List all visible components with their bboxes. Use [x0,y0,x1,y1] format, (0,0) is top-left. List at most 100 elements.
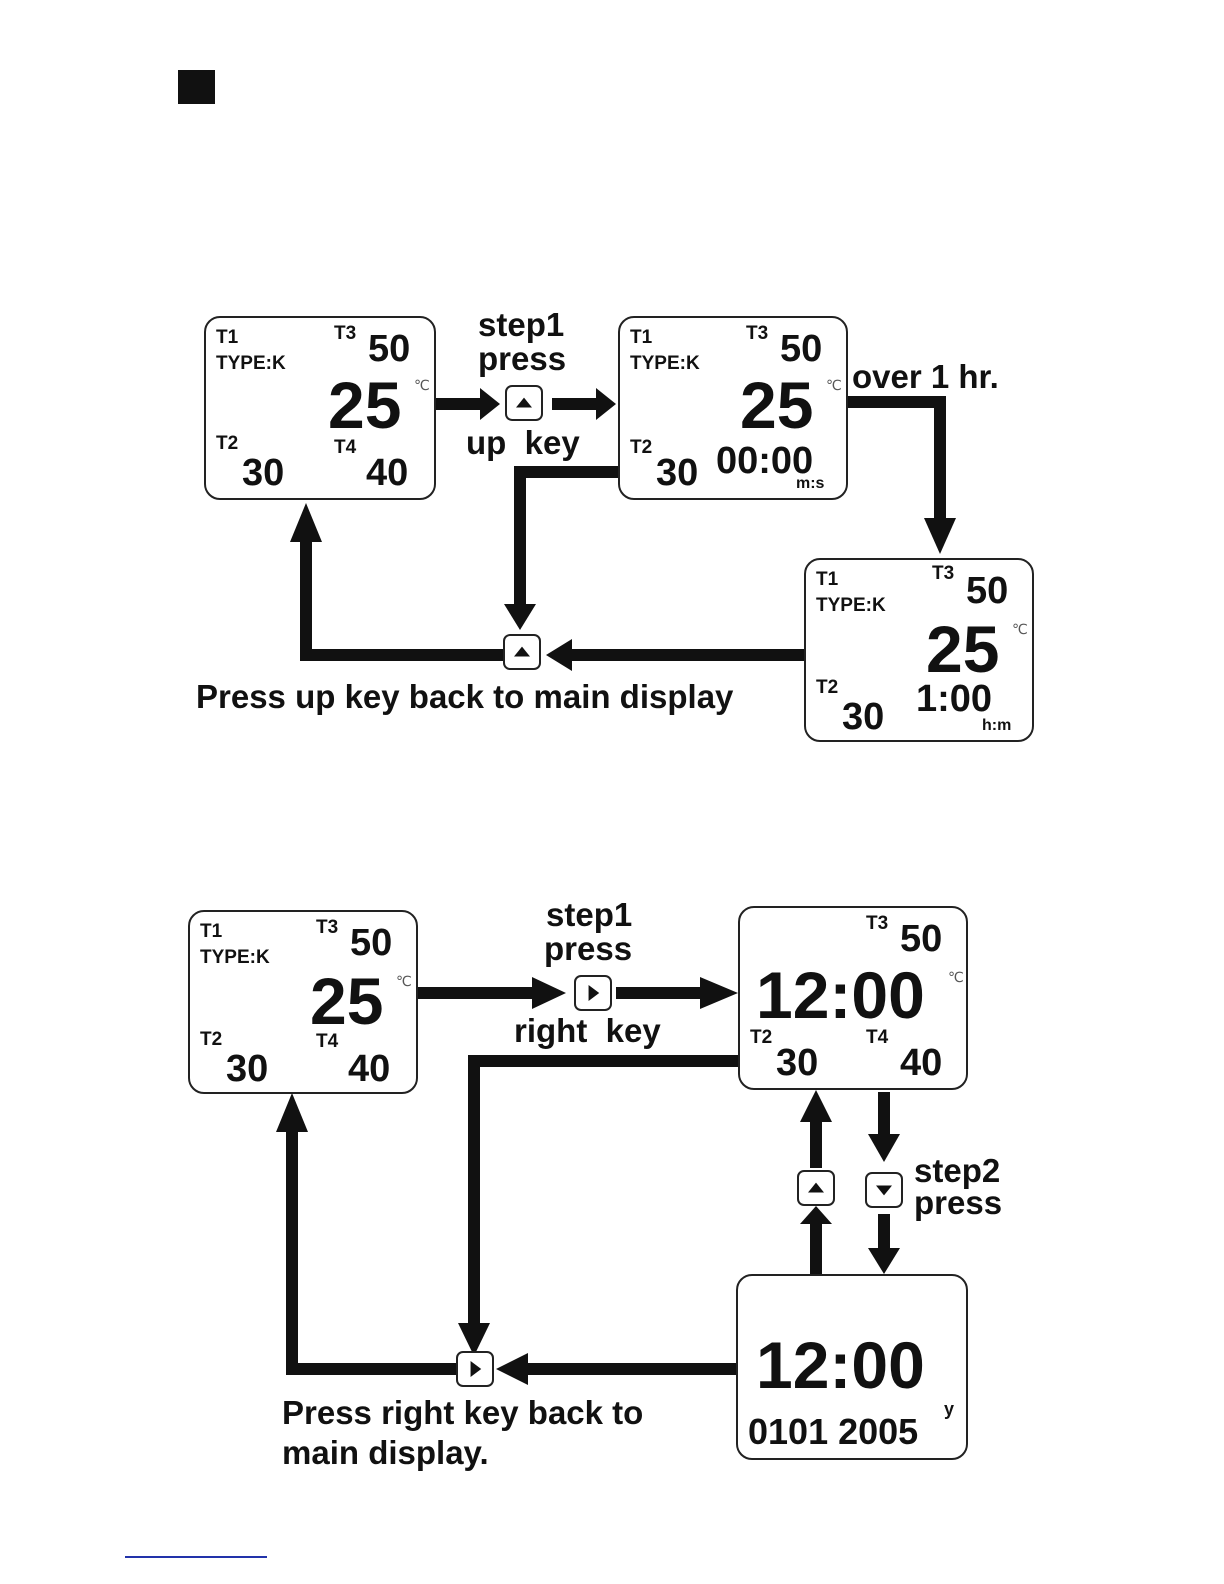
footer-rule [125,1556,267,1558]
timer-value: 00:00 [716,440,814,482]
right-triangle-icon [588,985,600,1001]
arrow-shaft [810,1222,822,1274]
arrow-head [480,388,500,420]
lcd-main-display-2: T1 TYPE:K T3 50 25 ℃ T2 30 T4 40 [188,910,418,1094]
celsius-unit: ℃ [948,969,964,985]
arrow-shaft [878,1214,890,1250]
arrow-shaft [878,1092,890,1136]
t4-value: 40 [366,452,409,494]
arrow-shaft [514,466,618,478]
lcd-main-display: T1 TYPE:K T3 50 25 ℃ T2 30 T4 40 [204,316,436,500]
clock-value: 12:00 [756,1328,925,1402]
arrow-head [924,518,956,554]
up-triangle-icon [514,646,530,657]
t4-value: 40 [348,1048,391,1090]
arrow-shaft [436,398,482,410]
main-value: 25 [310,964,384,1038]
t4-label: T4 [866,1027,889,1048]
down-triangle-icon [876,1185,892,1196]
t2-value: 30 [242,452,285,494]
arrow-head [800,1090,832,1122]
up-key-button[interactable] [505,385,543,421]
arrow-shaft [526,1363,738,1375]
up-key-label: up key [466,424,580,461]
t3-label: T3 [746,323,769,344]
arrow-shaft [416,987,534,999]
step2-label: step2 [914,1152,1001,1189]
t2-label: T2 [816,677,839,698]
celsius-unit: ℃ [414,377,430,393]
press-label: press [478,340,567,377]
press-label: press [544,930,633,967]
up-key-return-button[interactable] [503,634,541,670]
arrow-head [868,1134,900,1162]
year-unit: y [944,1399,955,1419]
t3-label: T3 [932,563,955,584]
type-label: TYPE:K [216,353,286,374]
t2-value: 30 [656,452,699,494]
up-key-button-2[interactable] [797,1170,835,1206]
right-key-return-button[interactable] [456,1351,494,1387]
celsius-unit: ℃ [826,377,842,393]
date-value: 0101 2005 [748,1411,919,1452]
t2-label: T2 [200,1029,223,1050]
lcd-timer-ms: T1 TYPE:K T3 50 25 ℃ T2 30 00:00 m:s [618,316,848,500]
arrow-shaft [286,1130,298,1375]
up-triangle-icon [808,1182,824,1193]
arrow-shaft [552,398,598,410]
down-key-button[interactable] [865,1172,903,1208]
t2-value: 30 [226,1048,269,1090]
t4-value: 40 [900,1042,943,1084]
arrow-shaft [300,649,506,661]
arrow-shaft [300,540,312,661]
main-value: 25 [926,612,1000,686]
lcd-clock-display: T3 50 12:00 ℃ T2 30 T4 40 [738,906,968,1090]
timer-value: 1:00 [916,678,993,720]
celsius-unit: ℃ [396,973,412,989]
t3-value: 50 [350,922,393,964]
arrow-shaft [514,466,526,606]
t1-label: T1 [216,327,239,348]
t4-label: T4 [334,437,357,458]
t2-value: 30 [842,696,885,738]
t3-value: 50 [780,328,823,370]
back-to-main-label-2b: main display. [282,1434,489,1471]
celsius-unit: ℃ [1012,621,1028,637]
main-value: 25 [740,368,814,442]
arrow-shaft [810,1120,822,1168]
right-key-button[interactable] [574,975,612,1011]
type-label: TYPE:K [630,353,700,374]
press2-label: press [914,1184,1003,1221]
t1-label: T1 [630,327,653,348]
right-key-label: right key [514,1012,661,1049]
right-triangle-icon [470,1361,482,1377]
clock-value: 12:00 [756,958,925,1032]
arrow-head [868,1248,900,1274]
main-value: 25 [328,368,402,442]
t3-value: 50 [368,328,411,370]
arrow-shaft [286,1363,458,1375]
t2-label: T2 [750,1027,773,1048]
t4-label: T4 [316,1031,339,1052]
arrow-head [496,1353,528,1385]
back-to-main-label-2a: Press right key back to [282,1394,644,1431]
arrow-shaft [468,1055,740,1067]
section-bullet [178,70,215,104]
over-1hr-label: over 1 hr. [852,358,999,395]
lcd-date-display: 12:00 0101 2005 y [736,1274,968,1460]
up-triangle-icon [516,397,532,408]
arrow-head [532,977,566,1009]
timer-unit: h:m [982,717,1012,734]
arrow-head [458,1323,490,1356]
step1-label: step1 [478,306,565,343]
arrow-head [290,503,322,542]
arrow-head [276,1093,308,1132]
arrow-shaft [468,1055,480,1325]
t3-label: T3 [866,913,889,934]
t3-label: T3 [316,917,339,938]
arrow-head [800,1206,832,1224]
timer-unit: m:s [796,475,825,492]
t1-label: T1 [200,921,223,942]
arrow-shaft [570,649,806,661]
